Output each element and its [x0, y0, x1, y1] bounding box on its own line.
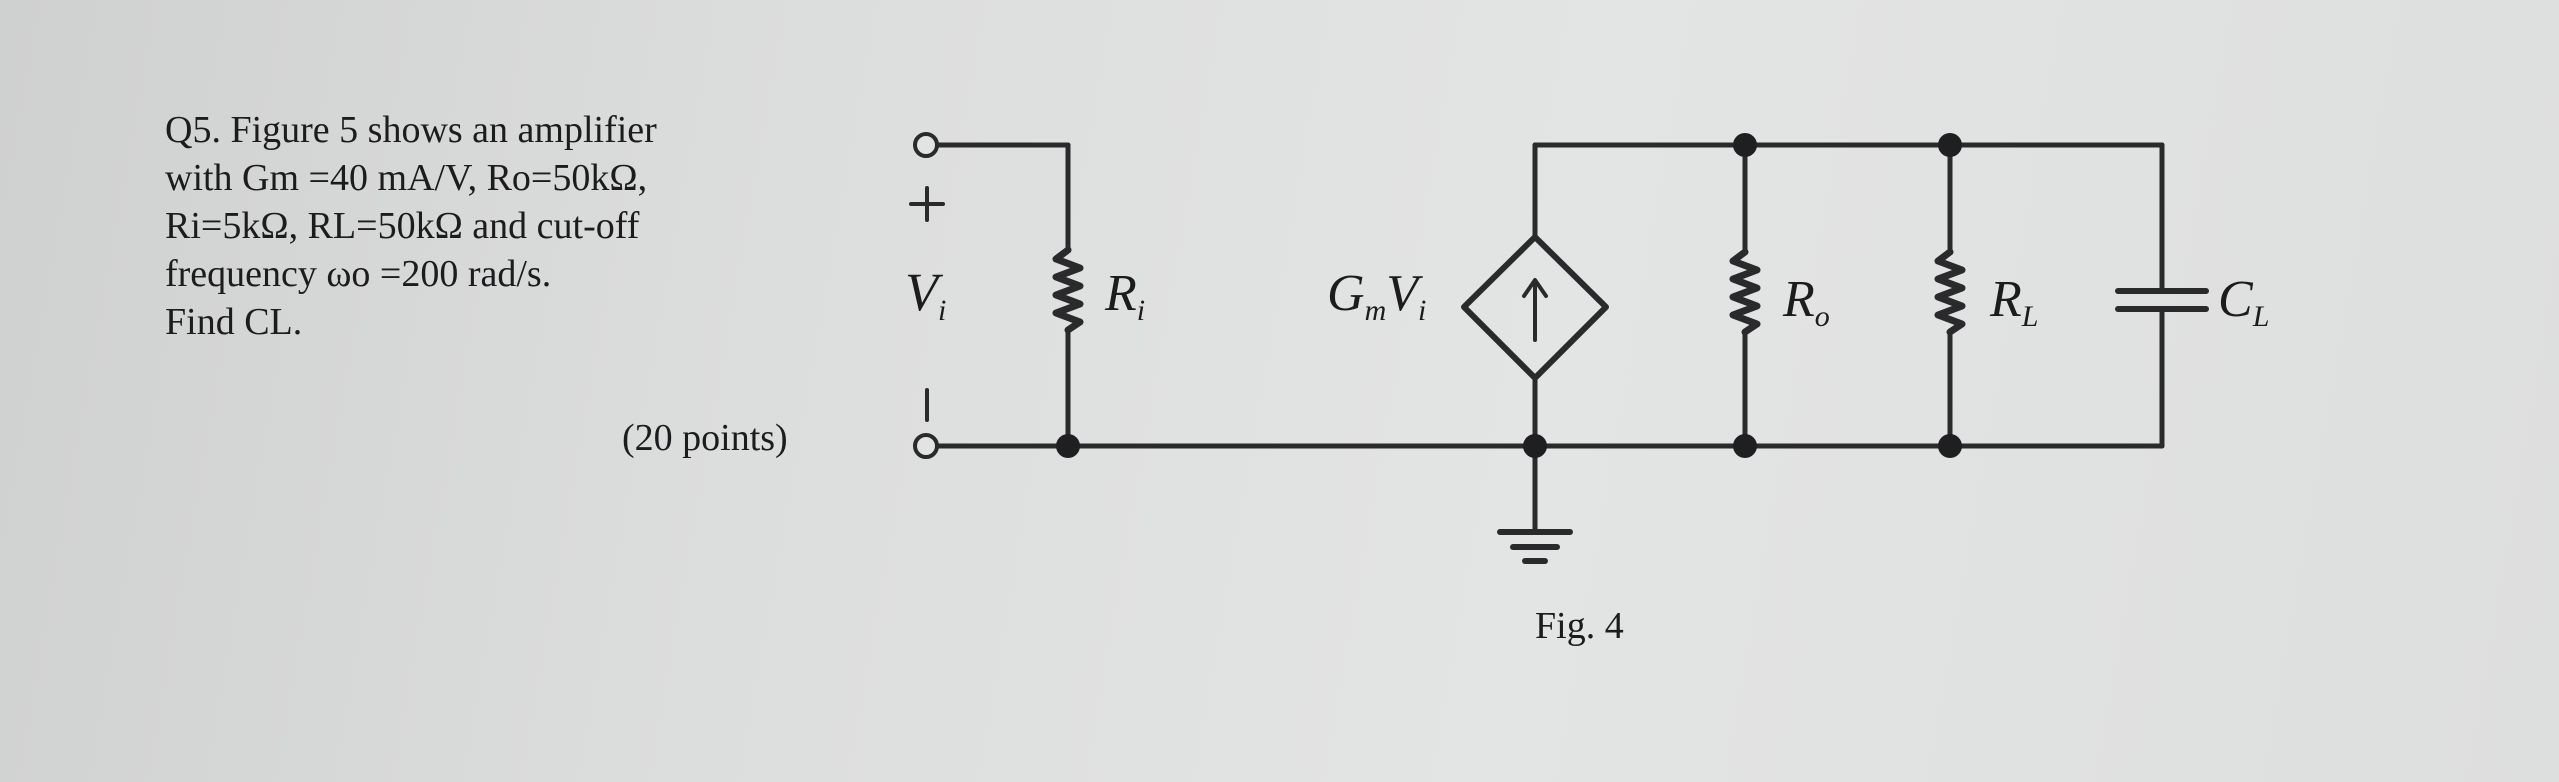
rl-label: RL: [1989, 271, 2038, 333]
source-label: GmVi: [1327, 265, 1426, 327]
rl-resistor: [1934, 248, 1966, 336]
ri-label: Ri: [1104, 265, 1145, 327]
figure-caption: Fig. 4: [1535, 605, 1624, 647]
question-line-5: Find CL.: [165, 301, 303, 343]
dependent-source-diamond: [1461, 234, 1609, 381]
ro-label-main: R: [1782, 271, 1815, 328]
rl-label-main: R: [1989, 271, 2022, 328]
cl-label-main: C: [2218, 271, 2254, 328]
input-terminal-top: [913, 132, 939, 158]
ri-resistor: [1052, 246, 1084, 334]
source-label-v: V: [1386, 265, 1423, 322]
points-label: (20 points): [622, 417, 788, 459]
ro-resistor: [1729, 248, 1761, 336]
question-line-4: frequency ωo =200 rad/s.: [165, 253, 552, 295]
source-label-sub-m: m: [1365, 294, 1387, 327]
ri-label-main: R: [1104, 265, 1137, 322]
question-text: Q5. Figure 5 shows an amplifier with Gm …: [165, 106, 865, 346]
cl-label: CL: [2218, 271, 2269, 333]
junction-dot-ri-bottom: [1056, 434, 1080, 458]
source-label-g: G: [1327, 265, 1365, 322]
ri-label-sub: i: [1137, 294, 1145, 327]
source-label-sub-i: i: [1418, 294, 1426, 327]
vi-label: Vi: [905, 262, 946, 327]
junction-dot-ro-bottom: [1733, 434, 1757, 458]
cl-label-sub: L: [2252, 300, 2270, 333]
ro-label-sub: o: [1815, 300, 1830, 333]
junction-dot-rl-bottom: [1938, 434, 1962, 458]
ro-label: Ro: [1782, 271, 1830, 333]
junction-dot-rl-top: [1938, 133, 1962, 157]
junction-dot-source-bottom: [1523, 434, 1547, 458]
rl-label-sub: L: [2021, 300, 2039, 333]
vi-label-sub: i: [938, 294, 946, 327]
question-line-1: Q5. Figure 5 shows an amplifier: [165, 109, 657, 151]
junction-dot-ro-top: [1733, 133, 1757, 157]
question-line-2: with Gm =40 mA/V, Ro=50kΩ,: [165, 157, 648, 199]
question-line-3: Ri=5kΩ, RL=50kΩ and cut-off: [165, 205, 640, 247]
vi-label-main: V: [905, 262, 944, 322]
input-terminal-bottom: [913, 433, 939, 459]
source-arrow-head: [1522, 278, 1548, 298]
